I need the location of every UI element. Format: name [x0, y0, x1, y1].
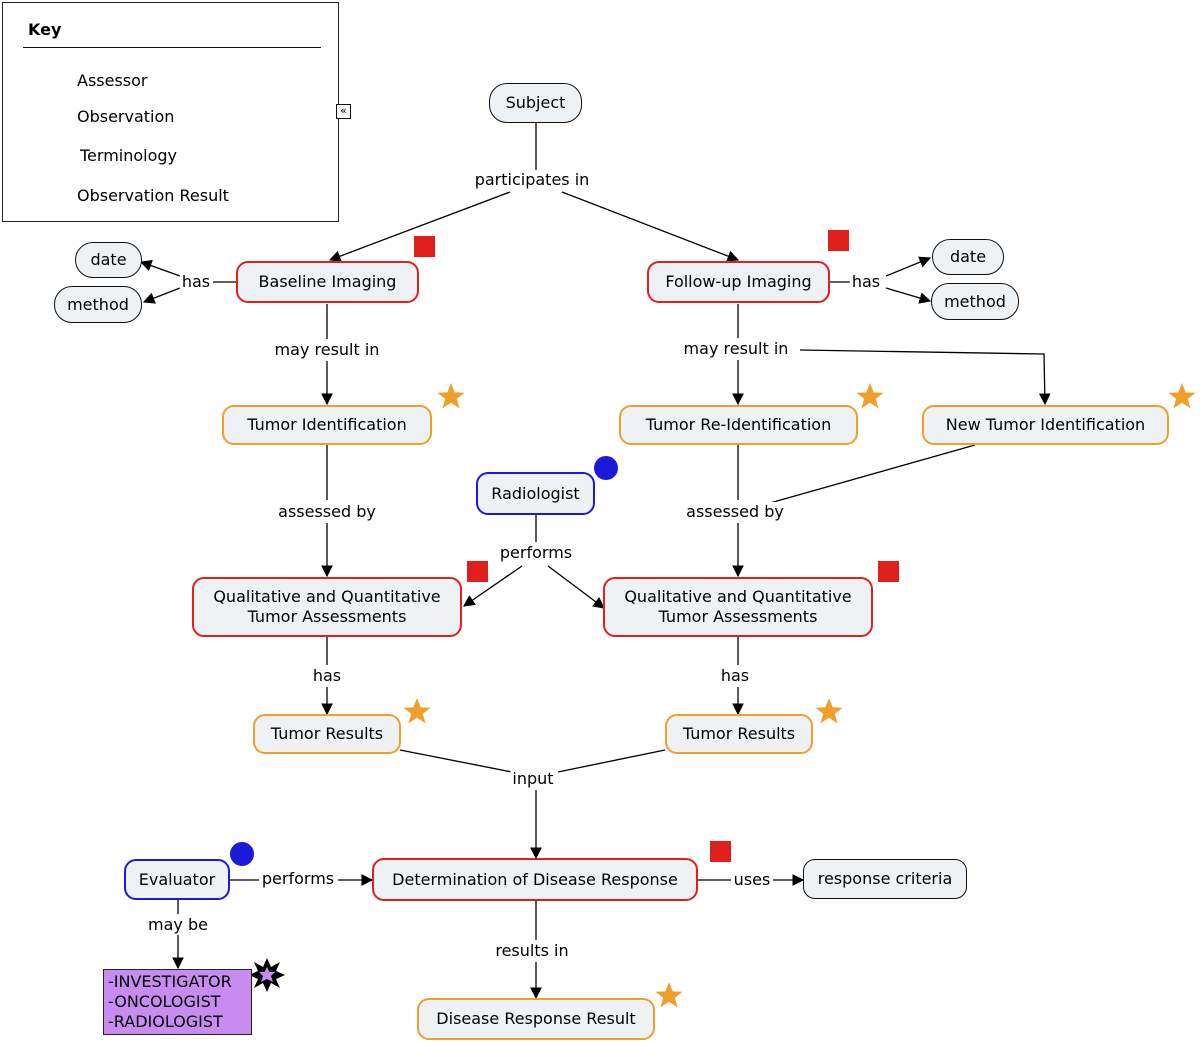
node-subject[interactable]: Subject — [489, 83, 582, 123]
collapse-legend-icon[interactable]: « — [336, 104, 351, 119]
result-marker — [856, 383, 884, 409]
link-left-assessed-by: assessed by — [276, 502, 378, 522]
node-radiologist[interactable]: Radiologist — [476, 472, 595, 515]
node-baseline-date[interactable]: date — [75, 242, 142, 278]
legend-item-observation: Observation — [77, 107, 175, 126]
node-tumor-results-right[interactable]: Tumor Results — [665, 714, 813, 754]
link-left-has: has — [310, 666, 344, 686]
legend-divider — [23, 47, 321, 48]
link-evaluator-performs: performs — [259, 869, 337, 889]
link-right-has: has — [718, 666, 752, 686]
assessor-marker — [594, 456, 618, 480]
observation-marker — [414, 236, 435, 257]
node-tumor-identification[interactable]: Tumor Identification — [222, 405, 432, 445]
link-participates-in: participates in — [472, 170, 592, 190]
observation-marker — [710, 841, 731, 862]
link-baseline-has: has — [179, 272, 213, 292]
observation-marker — [878, 561, 899, 582]
result-marker — [655, 982, 683, 1008]
link-results-in: results in — [493, 941, 571, 961]
node-followup-imaging[interactable]: Follow-up Imaging — [647, 261, 830, 303]
node-baseline-method[interactable]: method — [54, 286, 142, 323]
node-assessments-left-line1: Qualitative and Quantitative — [213, 587, 441, 606]
legend-title: Key — [28, 20, 62, 39]
node-assessments-left-line2: Tumor Assessments — [247, 607, 407, 626]
observation-marker — [467, 561, 488, 582]
node-response-criteria[interactable]: response criteria — [803, 859, 967, 899]
legend-panel: Key Assessor Observation Terminology Obs… — [2, 2, 339, 222]
node-disease-response-result[interactable]: Disease Response Result — [417, 998, 655, 1040]
node-assessments-right[interactable]: Qualitative and Quantitative Tumor Asses… — [603, 577, 873, 637]
result-marker — [815, 698, 843, 724]
node-evaluator-roles[interactable]: -INVESTIGATOR -ONCOLOGIST -RADIOLOGIST — [103, 969, 252, 1035]
link-followup-may-result-in: may result in — [681, 339, 791, 359]
link-uses: uses — [731, 870, 773, 890]
node-new-tumor-identification[interactable]: New Tumor Identification — [922, 405, 1169, 445]
connector-lines — [139, 122, 1051, 1000]
link-input: input — [510, 769, 556, 789]
node-followup-date[interactable]: date — [932, 239, 1004, 275]
result-marker — [403, 698, 431, 724]
node-evaluator[interactable]: Evaluator — [124, 859, 230, 900]
node-assessments-left[interactable]: Qualitative and Quantitative Tumor Asses… — [192, 577, 462, 637]
node-determination[interactable]: Determination of Disease Response — [372, 858, 698, 901]
link-radiologist-performs: performs — [497, 543, 575, 563]
link-baseline-may-result-in: may result in — [272, 340, 382, 360]
result-marker — [437, 383, 465, 409]
node-followup-method[interactable]: method — [931, 283, 1019, 320]
node-baseline-imaging[interactable]: Baseline Imaging — [236, 261, 419, 303]
legend-item-observation-result: Observation Result — [77, 186, 229, 205]
legend-item-terminology: Terminology — [80, 146, 178, 165]
link-followup-has: has — [849, 272, 883, 292]
link-may-be: may be — [146, 915, 210, 935]
link-right-assessed-by: assessed by — [684, 502, 786, 522]
legend-item-assessor: Assessor — [77, 71, 148, 90]
result-marker — [1168, 383, 1196, 409]
node-assessments-right-line2: Tumor Assessments — [658, 607, 818, 626]
node-tumor-reidentification[interactable]: Tumor Re-Identification — [619, 405, 858, 445]
node-assessments-right-line1: Qualitative and Quantitative — [624, 587, 852, 606]
assessor-marker — [230, 842, 254, 866]
node-tumor-results-left[interactable]: Tumor Results — [253, 714, 401, 754]
observation-marker — [828, 230, 849, 251]
terminology-marker — [249, 958, 285, 992]
